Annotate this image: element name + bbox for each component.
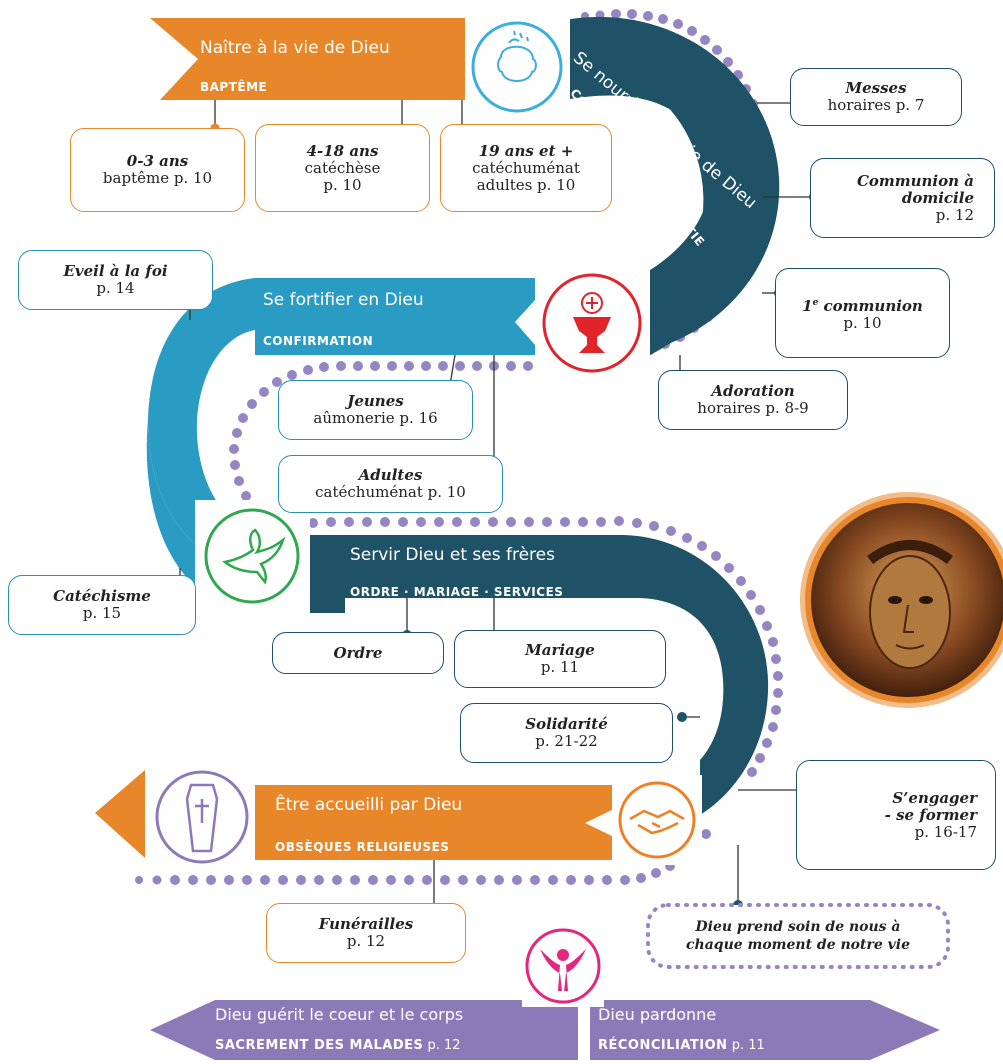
premiere-num: 1	[802, 296, 813, 315]
box-messes-detail: horaires p. 7	[827, 96, 925, 114]
malades-subtitle: SACREMENT DES MALADES	[215, 1038, 424, 1053]
box-19-ans-title: 19 ans et +	[478, 141, 574, 160]
box-communion-domicile-title: Communion à	[856, 171, 974, 190]
reconciliation-line: RÉCONCILIATION p. 11	[598, 1038, 765, 1053]
box-mariage-title: Mariage	[525, 641, 595, 659]
premiere-rest: communion	[818, 296, 923, 315]
box-4-18-ans-detail: catéchèse	[304, 158, 381, 177]
box-mariage: Mariage p. 11	[454, 630, 666, 688]
box-communion-domicile-title2: domicile	[901, 188, 974, 207]
dieu-prend-soin: Dieu prend soin de nous à chaque moment …	[652, 918, 944, 954]
confirmation-title: Se fortifier en Dieu	[263, 290, 424, 310]
box-premiere-communion-page: p. 10	[843, 313, 882, 332]
box-premiere-communion-title: 1e communion	[776, 295, 949, 315]
box-adoration-detail: horaires p. 8-9	[697, 399, 809, 417]
box-jeunes: Jeunes aûmonerie p. 16	[278, 380, 473, 440]
box-funerailles-title: Funérailles	[318, 915, 414, 933]
box-solidarite: Solidarité p. 21-22	[460, 703, 673, 763]
box-engager-page: p. 16-17	[914, 822, 977, 841]
box-adoration: Adoration horaires p. 8-9	[658, 370, 848, 430]
box-4-18-ans-page: p. 10	[323, 175, 362, 194]
box-jeunes-title: Jeunes	[347, 392, 404, 410]
box-adultes: Adultes catéchuménat p. 10	[278, 455, 503, 513]
box-ordre-title: Ordre	[333, 643, 383, 662]
box-messes-title: Messes	[845, 79, 907, 97]
bapteme-banner	[150, 18, 565, 100]
box-jeunes-detail: aûmonerie p. 16	[313, 409, 438, 427]
handshake-icon	[612, 775, 702, 865]
obseques-arrow-left	[95, 770, 145, 858]
confirmation-subtitle: CONFIRMATION	[263, 334, 374, 348]
obseques-subtitle: OBSÈQUES RELIGIEUSES	[275, 840, 450, 854]
reconciliation-title: Dieu pardonne	[598, 1005, 717, 1024]
reconciliation-page: p. 11	[727, 1038, 765, 1053]
box-19-ans-detail2: adultes p. 10	[476, 175, 576, 194]
box-eveil-page: p. 14	[96, 279, 135, 297]
coffin-icon	[145, 765, 255, 870]
box-19-ans-detail: catéchuménat	[472, 158, 580, 177]
box-mariage-page: p. 11	[540, 658, 580, 676]
malades-banner	[150, 1000, 578, 1060]
box-4-18-ans: 4-18 ans catéchèse p. 10	[255, 124, 430, 212]
obseques-title: Être accueilli par Dieu	[275, 795, 463, 815]
box-0-3-ans-title: 0-3 ans	[126, 152, 189, 170]
reconciliation-subtitle: RÉCONCILIATION	[598, 1038, 728, 1053]
box-19-ans: 19 ans et + catéchuménat adultes p. 10	[440, 124, 612, 212]
dove-icon	[195, 500, 310, 615]
box-communion-domicile: Communion à domicile p. 12	[810, 158, 995, 238]
box-catechisme: Catéchisme p. 15	[8, 575, 196, 635]
box-adultes-detail: catéchuménat p. 10	[315, 483, 466, 501]
box-messes: Messes horaires p. 7	[790, 68, 962, 126]
box-4-18-ans-title: 4-18 ans	[306, 141, 379, 160]
box-engager-title2: - se former	[884, 805, 977, 824]
bapteme-subtitle: BAPTÊME	[200, 80, 268, 94]
box-engager-title: S’engager	[892, 788, 977, 807]
box-premiere-communion: 1e communion p. 10	[775, 268, 950, 358]
box-solidarite-page: p. 21-22	[535, 732, 598, 750]
box-adoration-title: Adoration	[711, 382, 795, 400]
box-0-3-ans-detail: baptême p. 10	[102, 169, 213, 187]
dieu-prend-frame	[646, 903, 950, 969]
box-catechisme-page: p. 15	[82, 604, 122, 622]
baptism-head-icon	[465, 15, 570, 120]
malades-line: SACREMENT DES MALADES p. 12	[215, 1038, 461, 1053]
servir-arc	[310, 535, 769, 815]
servir-title: Servir Dieu et ses frères	[350, 545, 555, 565]
reconciliation-banner	[590, 1000, 940, 1060]
chalice-icon	[535, 265, 650, 380]
box-funerailles: Funérailles p. 12	[266, 903, 466, 963]
box-ordre: Ordre	[272, 632, 444, 674]
box-eveil: Eveil à la foi p. 14	[18, 250, 213, 310]
box-solidarite-title: Solidarité	[525, 715, 608, 733]
dieu-prend-line1: Dieu prend soin de nous à	[695, 919, 901, 935]
obseques-banner	[255, 785, 612, 860]
confirmation-arc	[148, 278, 258, 575]
confirmation-banner	[255, 278, 535, 355]
dieu-prend-line2: chaque moment de notre vie	[686, 937, 910, 953]
bapteme-title: Naître à la vie de Dieu	[200, 38, 390, 58]
communion-arc	[565, 20, 758, 355]
box-eveil-title: Eveil à la foi	[63, 262, 168, 280]
box-communion-domicile-page: p. 12	[935, 205, 974, 224]
servir-subtitle: ORDRE · MARIAGE · SERVICES	[350, 585, 564, 599]
malades-page: p. 12	[423, 1038, 461, 1053]
angel-icon	[522, 925, 604, 1007]
premiere-sup: e	[812, 297, 819, 308]
box-0-3-ans: 0-3 ans baptême p. 10	[70, 128, 245, 212]
box-engager: S’engager - se former p. 16-17	[796, 760, 996, 870]
box-funerailles-page: p. 12	[346, 932, 386, 950]
malades-title: Dieu guérit le coeur et le corps	[215, 1005, 464, 1024]
box-catechisme-title: Catéchisme	[53, 587, 151, 605]
box-adultes-title: Adultes	[358, 466, 423, 484]
